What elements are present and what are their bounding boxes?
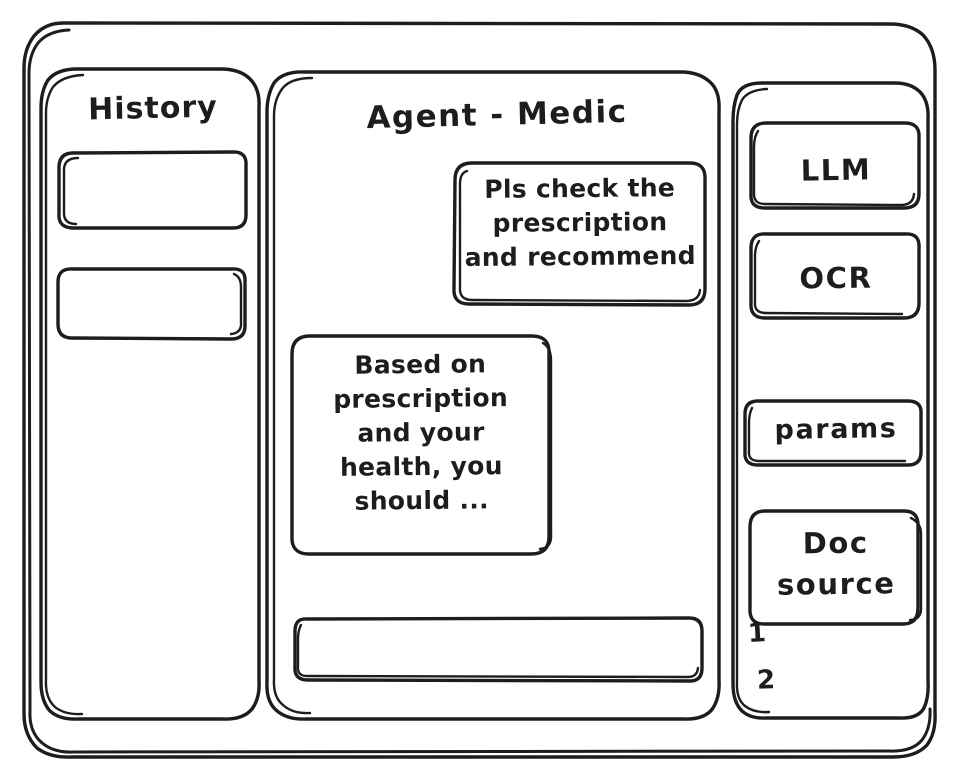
params-card-label: params (774, 413, 898, 446)
doc-source-item-2[interactable]: 2 (756, 665, 777, 696)
message-input[interactable] (295, 618, 703, 681)
doc-source-item-1[interactable]: 1 (747, 618, 768, 650)
agent-message-text: Based on prescription and your health, y… (333, 349, 509, 516)
history-item-1[interactable] (58, 152, 246, 229)
tool-card-llm-label: LLM (800, 152, 872, 188)
tool-card-ocr-label: OCR (799, 260, 873, 296)
doc-source-card-label: Doc source (776, 525, 896, 602)
user-message-text: Pls check the prescription and recommend (464, 173, 697, 273)
history-item-2[interactable] (58, 268, 246, 339)
history-panel-title: History (87, 89, 219, 128)
